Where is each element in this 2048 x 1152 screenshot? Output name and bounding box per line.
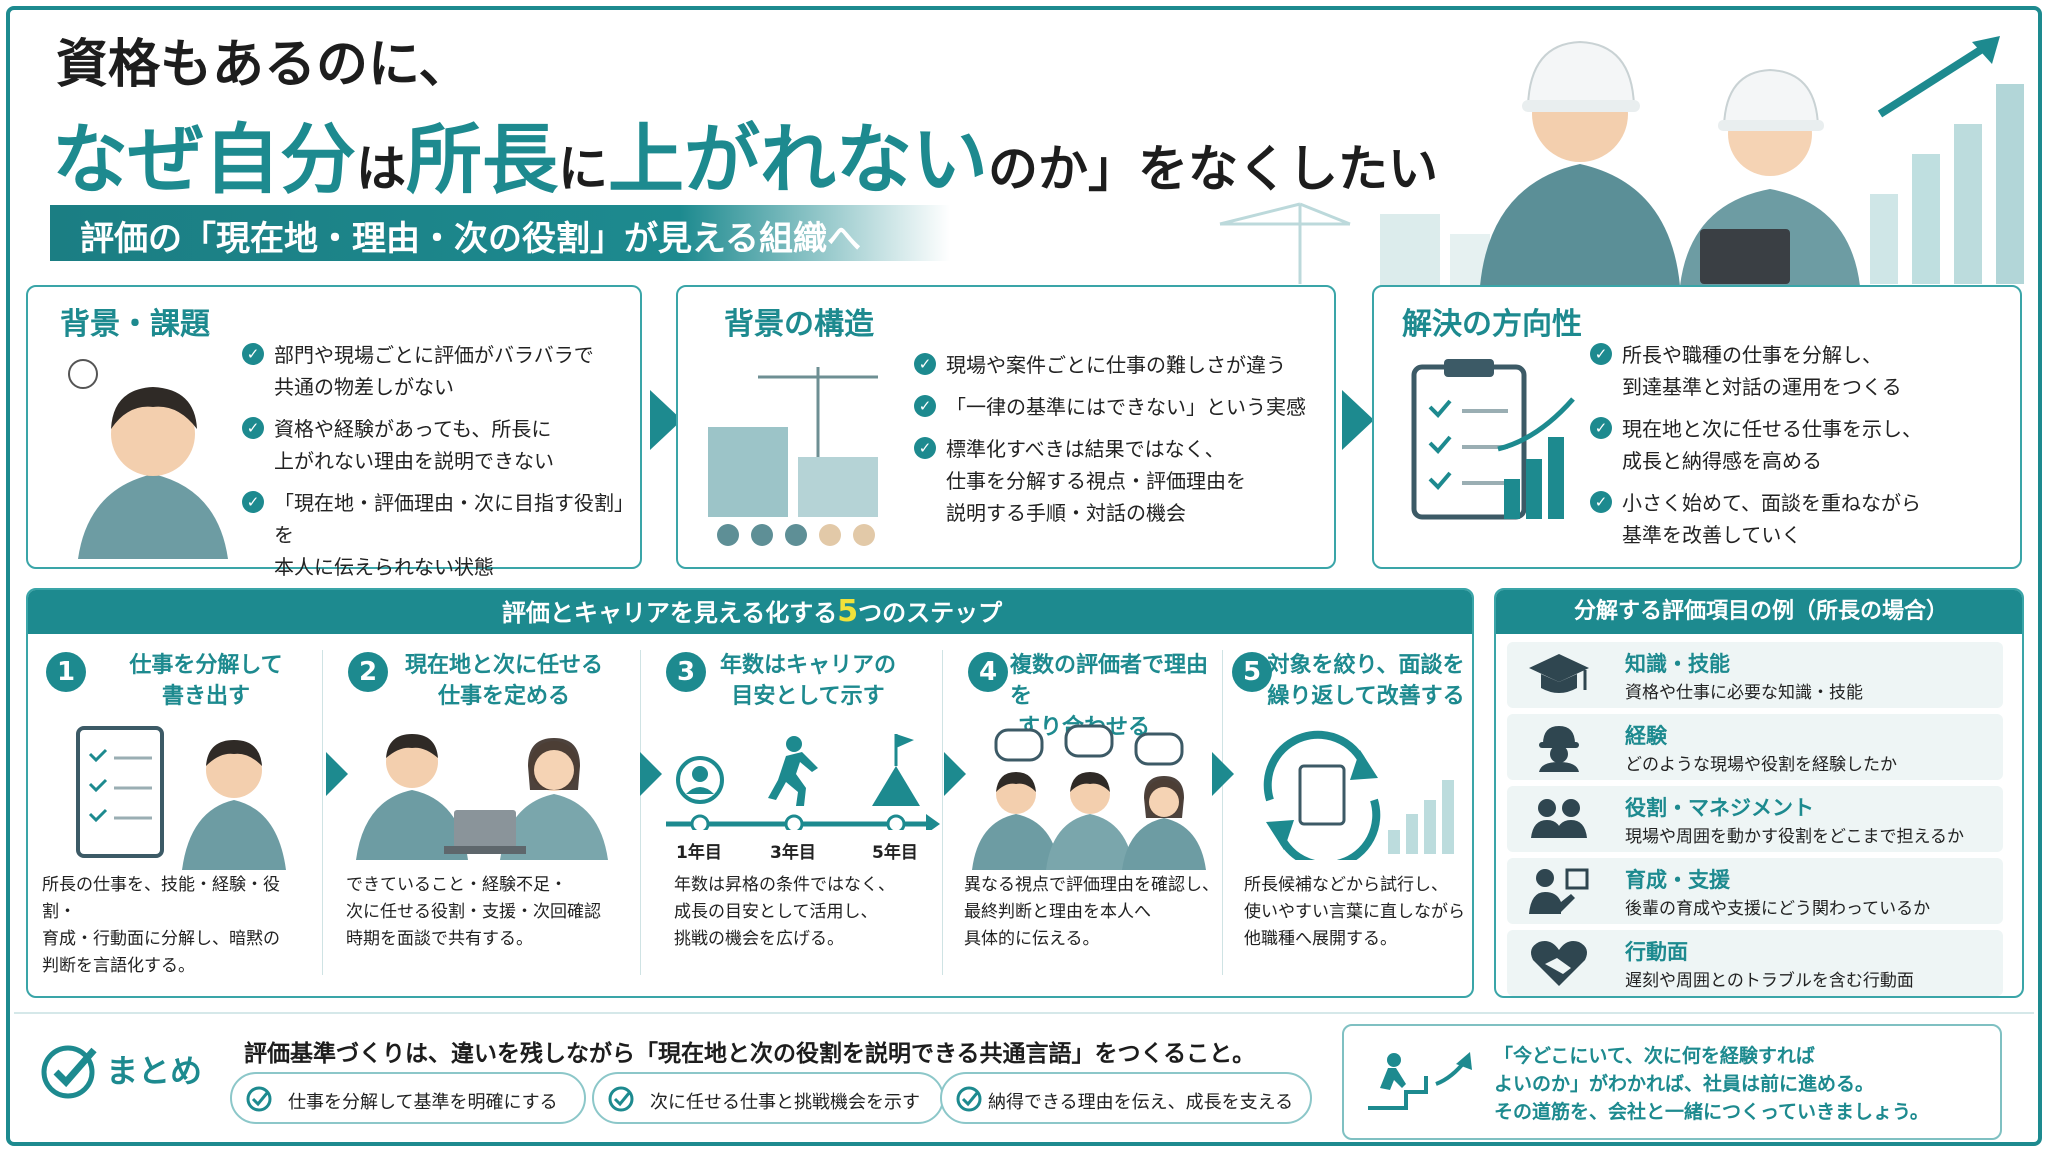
closing-quote-box: 「今どこにいて、次に何を経験すればよいのか」がわかれば、社員は前に進める。その道…: [1342, 1024, 2002, 1140]
headline-part: なぜ自分: [52, 115, 356, 204]
mentor-icon: [1529, 868, 1589, 914]
check-circle-icon: [956, 1086, 982, 1112]
worried-worker-illustration: [68, 359, 228, 559]
workers-chart-illustration: [1219, 36, 2024, 286]
step-5-title: 対象を絞り、面談を繰り返して改善する: [1267, 653, 1465, 709]
eval-item: 育成・支援 後輩の育成や支援にどう関わっているか: [1507, 858, 2003, 924]
list-item: 所長や職種の仕事を分解し、到達基準と対話の運用をつくる: [1590, 339, 2010, 403]
step-4-illustration: [972, 724, 1206, 870]
timeline-label: 3年目: [770, 843, 816, 863]
step-3-title: 年数はキャリアの目安として示す: [719, 653, 896, 709]
step-1-illustration: [76, 726, 286, 870]
summary-text: 評価基準づくりは、違いを残しながら「現在地と次の役割を説明できる共通言語」をつく…: [244, 1041, 1256, 1067]
career-timeline: [666, 734, 940, 830]
summary-check-icon: [41, 1045, 97, 1099]
panel-title: 背景・課題: [60, 307, 210, 342]
eval-item: 役割・マネジメント 現場や周囲を動かす役割をどこまで担えるか: [1507, 786, 2003, 852]
step-4-desc: 異なる視点で評価理由を確認し、最終判断と理由を本人へ具体的に伝える。: [964, 875, 1219, 949]
list-item: 標準化すべきは結果ではなく、仕事を分解する視点・評価理由を説明する手順・対話の機…: [914, 433, 1324, 529]
step-2-number: 2: [348, 652, 388, 692]
eval-item: 知識・技能 資格や仕事に必要な知識・技能: [1507, 642, 2003, 708]
panel-title: 解決の方向性: [1402, 307, 1582, 342]
bullet-list: 現場や案件ごとに仕事の難しさが違う 「一律の基準にはできない」という実感 標準化…: [914, 349, 1324, 539]
graduation-cap-icon: [1529, 654, 1589, 693]
divider: [1222, 650, 1223, 975]
hardhat-worker-icon: [1539, 726, 1579, 772]
step-3-number: 3: [666, 652, 706, 692]
divider: [640, 650, 641, 975]
timeline-label: 1年目: [676, 843, 722, 863]
headline-part: のか」: [988, 140, 1138, 198]
step-2-desc: できていること・経験不足・次に任せる役割・支援・次回確認時期を面談で共有する。: [346, 875, 601, 949]
step-3-desc: 年数は昇格の条件ではなく、成長の目安として活用し、挑戦の機会を広げる。: [674, 875, 895, 949]
headline-part: は: [356, 140, 406, 198]
headline-part: をなくしたい: [1138, 140, 1438, 198]
panel-background-structure: 背景の構造 現場や案件ごとに仕事の難しさが違う 「一律の基準にはできない」という…: [676, 285, 1336, 569]
list-item: 現場や案件ごとに仕事の難しさが違う: [914, 349, 1324, 381]
step-arrow-icon: [944, 752, 966, 796]
trend-arrow-icon: [1877, 40, 1993, 118]
step-5-desc: 所長候補などから試行し、使いやすい言葉に直しながら他職種へ展開する。: [1244, 875, 1465, 949]
step-2-title: 現在地と次に任せる仕事を定める: [404, 653, 603, 709]
steps-panel: 評価とキャリアを見える化する5つのステップ: [26, 588, 1474, 998]
headline-part: 上がれない: [608, 115, 988, 204]
closing-quote-text: 「今どこにいて、次に何を経験すればよいのか」がわかれば、社員は前に進める。その道…: [1494, 1045, 1929, 1123]
confused-scribble-icon: [68, 359, 98, 389]
flow-arrow-icon: [1342, 390, 1374, 450]
eval-item: 経験 どのような現場や役割を経験したか: [1507, 714, 2003, 780]
step-2-illustration: [356, 734, 608, 860]
divider: [14, 1012, 2034, 1014]
step-arrow-icon: [326, 752, 348, 796]
evaluation-items-header: 分解する評価項目の例（所長の場合）: [1496, 590, 2022, 634]
summary-pill: 次に任せる仕事と挑戦機会を示す: [592, 1072, 944, 1124]
construction-site-illustration: [708, 367, 878, 546]
runner-icon: [768, 736, 818, 806]
step-1-title: 仕事を分解して書き出す: [129, 653, 283, 709]
steps-header: 評価とキャリアを見える化する5つのステップ: [28, 590, 1472, 634]
list-item: 「一律の基準にはできない」という実感: [914, 391, 1324, 423]
list-item: 現在地と次に任せる仕事を示し、成長と納得感を高める: [1590, 413, 2010, 477]
divider: [942, 650, 943, 975]
step-5-number: 5: [1232, 652, 1272, 692]
summary-label: まとめ: [106, 1052, 203, 1090]
headline-part: 所長: [406, 115, 558, 204]
page-frame: [6, 6, 2042, 1146]
summary-pill: 納得できる理由を伝え、成長を支える: [940, 1072, 1312, 1124]
step-arrow-icon: [640, 752, 662, 796]
speech-bubble-icon: [994, 724, 1184, 766]
headline-line2: なぜ自分は所長に上がれないのか」をなくしたい: [52, 98, 1438, 208]
panel-solution-direction: 解決の方向性 所長や職種の仕事を分解し、到達基準と対話の運用をつくる 現在地と次…: [1372, 285, 2022, 569]
check-circle-icon: [608, 1086, 634, 1112]
climbing-stairs-icon: [1368, 1052, 1472, 1110]
summary-pill: 仕事を分解して基準を明確にする: [230, 1072, 586, 1124]
step-4-number: 4: [968, 652, 1008, 692]
summit-flag-icon: [872, 734, 920, 806]
step-arrow-icon: [1212, 752, 1234, 796]
panel-title: 背景の構造: [724, 307, 874, 342]
bullet-list: 所長や職種の仕事を分解し、到達基準と対話の運用をつくる 現在地と次に任せる仕事を…: [1590, 339, 2010, 561]
step-1-desc: 所長の仕事を、技能・経験・役割・育成・行動面に分解し、暗黙の判断を言語化する。: [42, 875, 280, 976]
check-circle-icon: [246, 1086, 272, 1112]
timeline-label: 5年目: [872, 843, 918, 863]
headline-line1: 資格もあるのに、: [56, 35, 471, 95]
eval-item: 行動面 遅刻や周囲とのトラブルを含む行動面: [1507, 930, 2003, 996]
heart-handshake-icon: [1531, 941, 1587, 986]
people-icon: [1531, 799, 1587, 838]
clipboard-growth-icon: [1411, 359, 1575, 520]
divider: [322, 650, 323, 975]
subtitle-ribbon: 評価の「現在地・理由・次の役割」が見える組織へ: [50, 205, 950, 261]
headline-part: に: [558, 140, 608, 198]
step-5-cycle-icon: [1263, 730, 1454, 860]
step-1-number: 1: [46, 652, 86, 692]
